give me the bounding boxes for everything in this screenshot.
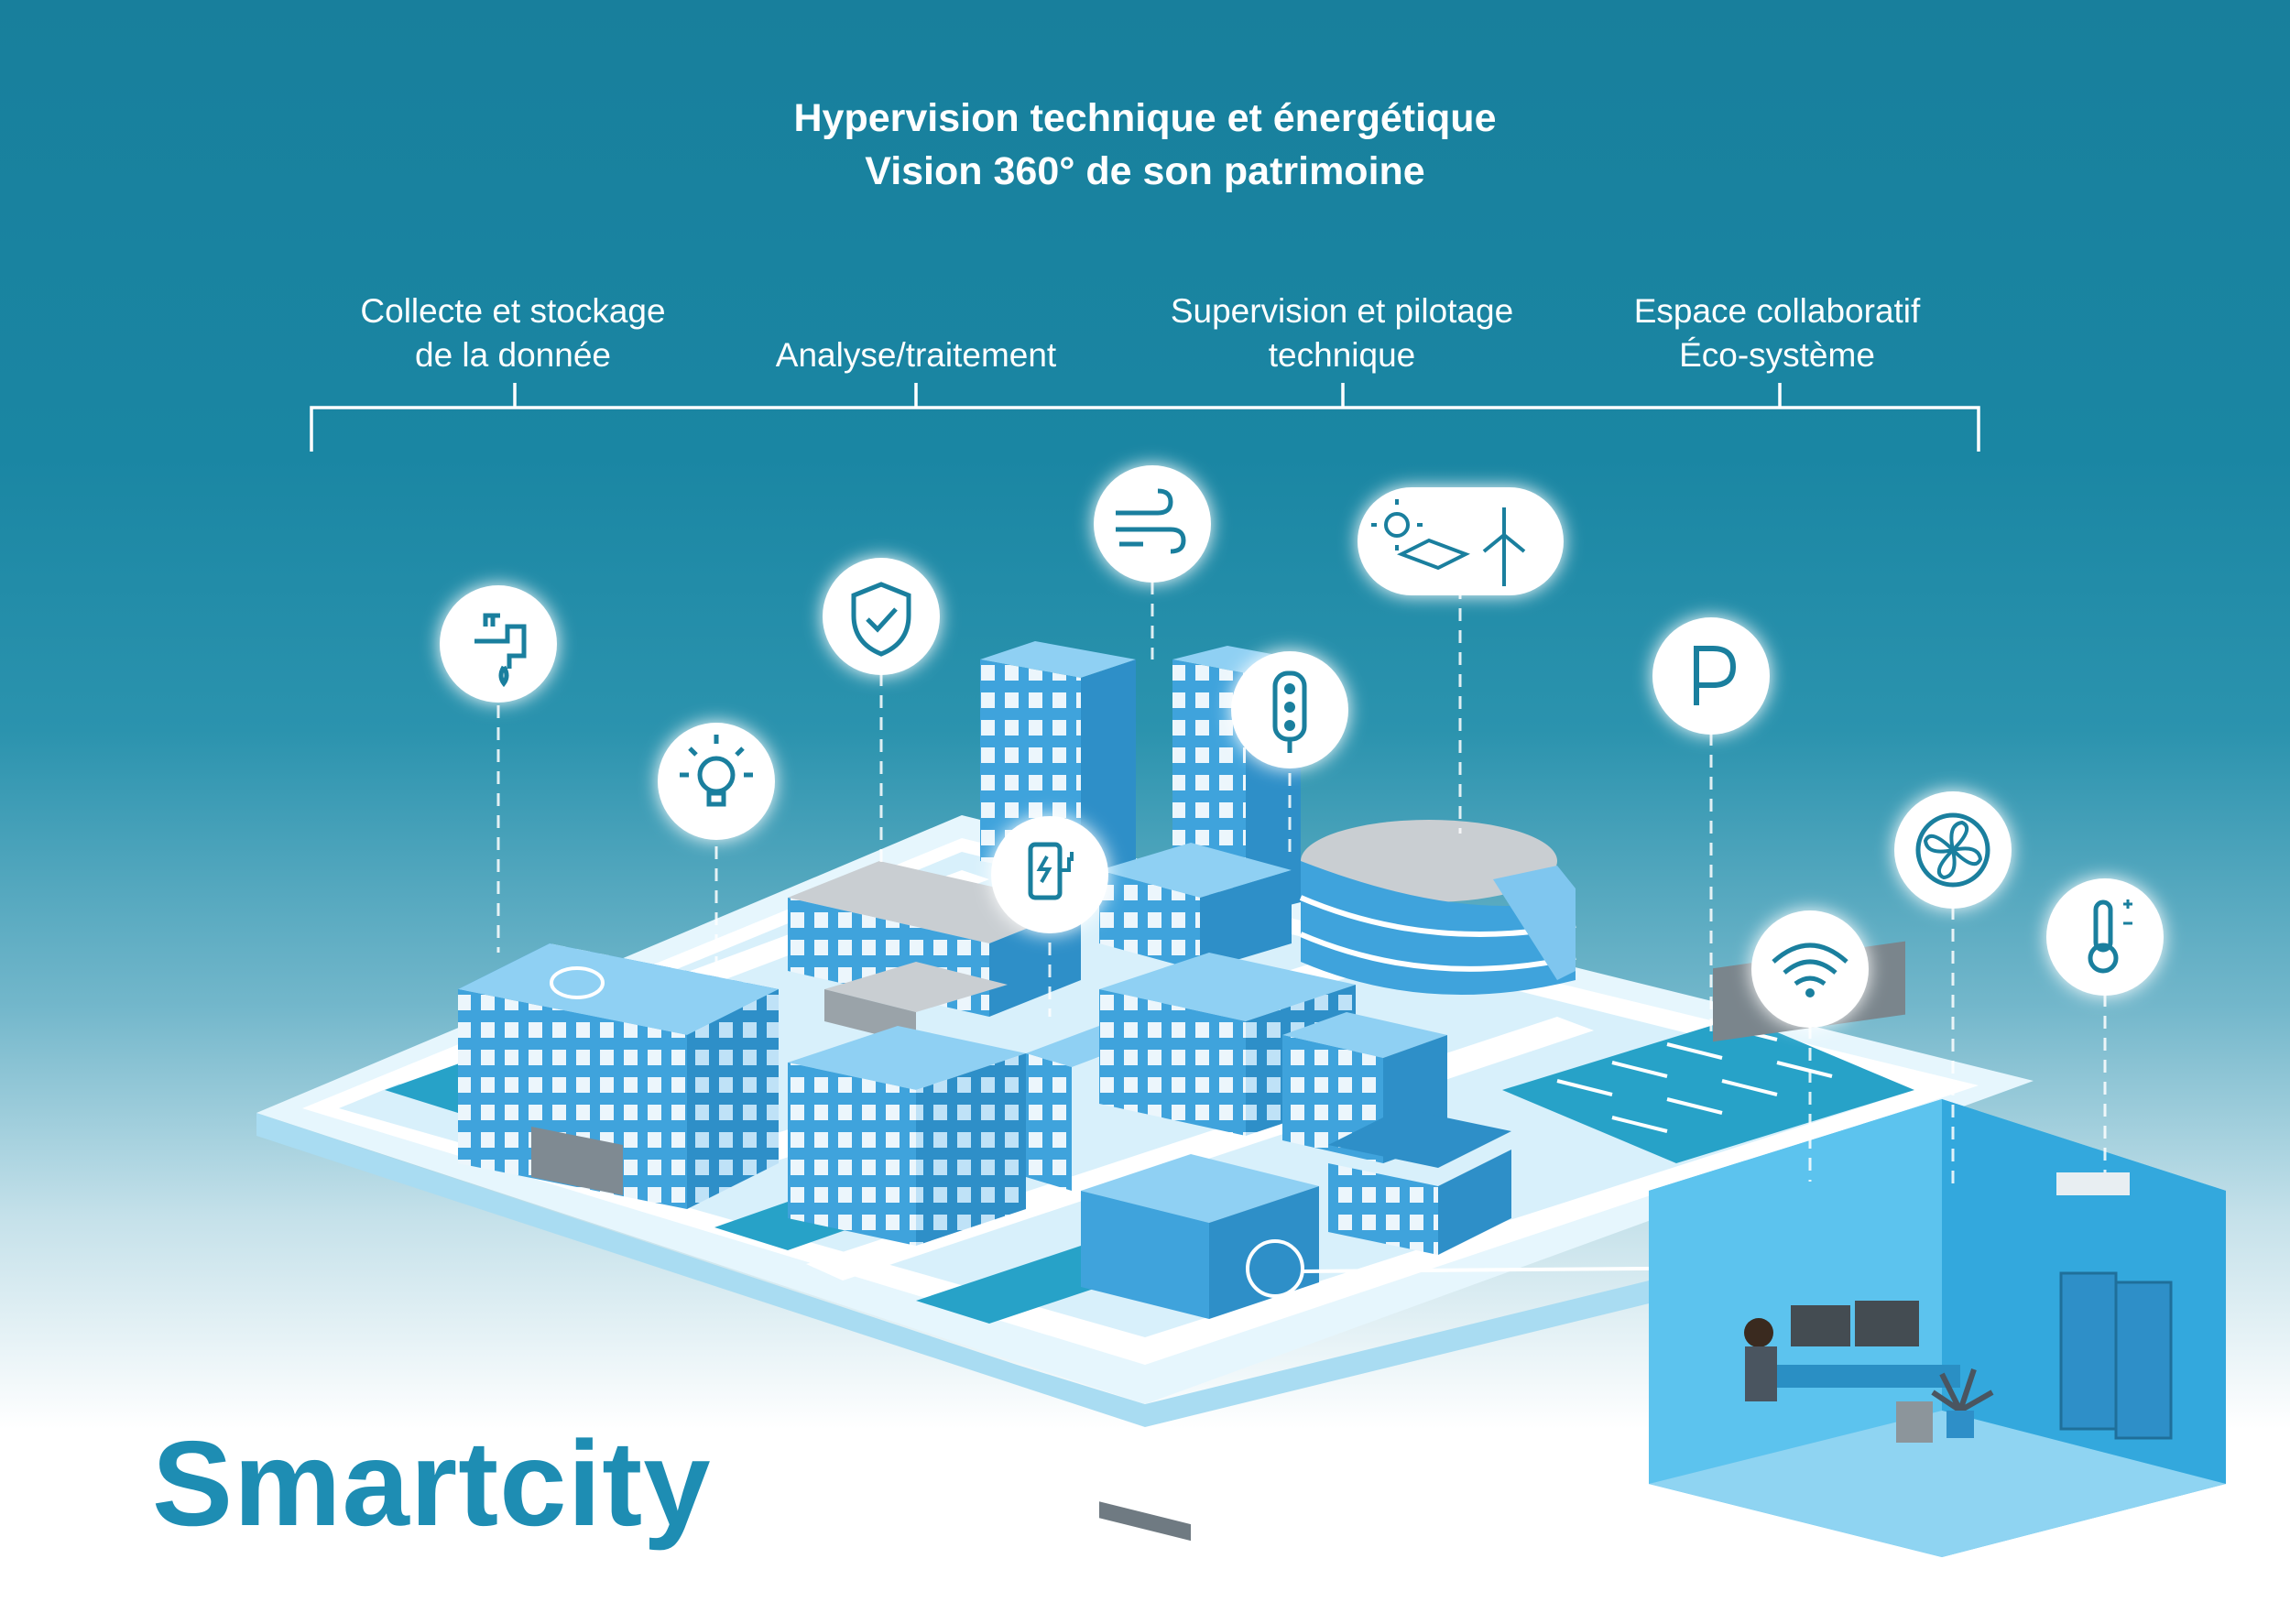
light-bulb-icon bbox=[658, 723, 775, 840]
ventilation-fan-icon bbox=[1894, 791, 2012, 909]
category-label-line-2: technique bbox=[1268, 336, 1416, 374]
zoom-connector bbox=[1246, 1239, 1650, 1298]
icon-connectors bbox=[496, 582, 2107, 1191]
category-collaborative-space: Espace collaboratif Éco-système bbox=[1594, 289, 1960, 377]
category-label-line-1: Espace collaboratif bbox=[1633, 292, 1921, 330]
category-label-line-2: Éco-système bbox=[1679, 336, 1875, 374]
category-bracket bbox=[310, 383, 1980, 452]
category-data-collection: Collecte et stockage de la donnée bbox=[330, 289, 696, 377]
ev-charging-icon bbox=[991, 816, 1108, 933]
page-title: Hypervision technique et énergétique Vis… bbox=[0, 92, 2290, 198]
category-label-line-2: de la donnée bbox=[415, 336, 611, 374]
water-tap-icon bbox=[440, 585, 557, 703]
control-room bbox=[1649, 941, 2226, 1557]
office-block bbox=[1081, 1154, 1319, 1542]
security-shield-icon bbox=[823, 558, 940, 675]
wifi-icon bbox=[1751, 910, 1869, 1028]
brand-title: Smartcity bbox=[152, 1416, 712, 1551]
midrise-building bbox=[788, 861, 1081, 1044]
category-label-line-1: Analyse/traitement bbox=[775, 336, 1057, 374]
wind-icon bbox=[1094, 465, 1211, 583]
category-supervision: Supervision et pilotage technique bbox=[1140, 289, 1543, 377]
title-line-2: Vision 360° de son patrimoine bbox=[865, 149, 1425, 193]
center-apartments bbox=[788, 843, 1447, 1246]
buildings bbox=[458, 641, 1576, 1542]
thermometer-icon bbox=[2046, 878, 2164, 996]
solar-wind-energy-icon bbox=[1358, 487, 1564, 595]
parking-icon bbox=[1652, 617, 1770, 735]
hospital-building bbox=[458, 943, 779, 1209]
category-label-line-1: Supervision et pilotage bbox=[1170, 292, 1514, 330]
title-line-1: Hypervision technique et énergétique bbox=[793, 96, 1497, 140]
glass-building bbox=[1299, 820, 1576, 995]
manor-house bbox=[1328, 1108, 1511, 1255]
category-label-line-1: Collecte et stockage bbox=[360, 292, 666, 330]
traffic-light-icon bbox=[1231, 651, 1348, 768]
category-analysis: Analyse/traitement bbox=[733, 333, 1099, 377]
